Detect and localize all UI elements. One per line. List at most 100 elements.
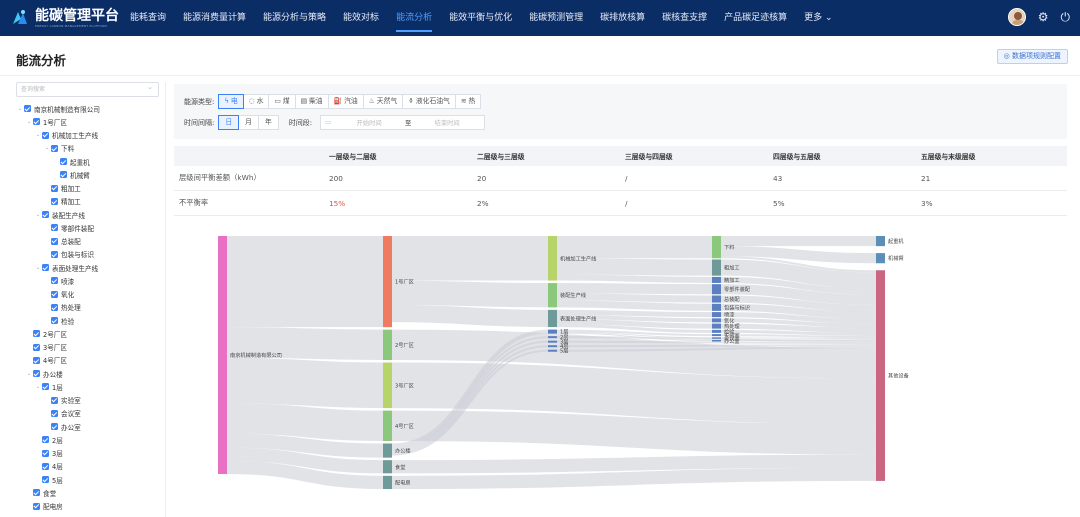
checkbox[interactable] <box>33 489 40 497</box>
start-date-input[interactable]: 开始时间 <box>356 120 382 127</box>
tree-node[interactable]: 热处理 <box>16 301 165 314</box>
checkbox[interactable] <box>42 211 49 219</box>
interval-option[interactable]: 日 <box>218 115 240 130</box>
checkbox[interactable] <box>42 383 49 391</box>
sankey-node[interactable] <box>548 340 557 343</box>
nav-item[interactable]: 能效对标 <box>343 13 380 23</box>
expand-arrow-icon[interactable]: ⌄ <box>17 105 23 112</box>
expand-arrow-icon[interactable]: ⌄ <box>26 370 32 377</box>
checkbox[interactable] <box>51 423 58 431</box>
sankey-node[interactable] <box>712 318 721 323</box>
energy-type-heat[interactable]: ≋热 <box>454 94 482 109</box>
tree-node[interactable]: 4层 <box>16 460 165 473</box>
expand-arrow-icon[interactable]: ⌄ <box>35 264 41 271</box>
checkbox[interactable] <box>51 144 58 152</box>
checkbox[interactable] <box>51 317 58 325</box>
sankey-node[interactable] <box>712 312 721 318</box>
checkbox[interactable] <box>51 290 58 298</box>
tree-node[interactable]: 起重机 <box>16 155 165 168</box>
energy-type-flame[interactable]: ♨天然气 <box>362 94 404 109</box>
tree-node[interactable]: 零部件装配 <box>16 221 165 234</box>
sankey-node[interactable] <box>383 475 392 489</box>
checkbox[interactable] <box>51 250 58 258</box>
tree-node[interactable]: 2层 <box>16 433 165 446</box>
sankey-node[interactable] <box>548 336 557 339</box>
checkbox[interactable] <box>51 184 58 192</box>
sankey-node[interactable] <box>712 276 721 283</box>
nav-item[interactable]: 能效平衡与优化 <box>449 13 513 23</box>
tree-node[interactable]: 3号厂区 <box>16 341 165 354</box>
tree-node[interactable]: 3层 <box>16 447 165 460</box>
app-logo[interactable]: 能碳管理平台 ENERGY CARBON MANAGEMENT PLATFORM <box>0 8 126 28</box>
checkbox[interactable] <box>51 396 58 404</box>
sankey-node[interactable] <box>712 295 721 303</box>
checkbox[interactable] <box>51 409 58 417</box>
checkbox[interactable] <box>42 449 49 457</box>
nav-item[interactable]: 能耗查询 <box>130 13 167 23</box>
tree-node[interactable]: ⌄表面处理生产线 <box>16 261 165 274</box>
checkbox[interactable] <box>33 356 40 364</box>
sankey-node[interactable] <box>712 334 721 337</box>
nav-item[interactable]: 能碳预测管理 <box>529 13 584 23</box>
sankey-node[interactable] <box>548 329 557 334</box>
sankey-node[interactable] <box>712 303 721 311</box>
tree-node[interactable]: ⌄下料 <box>16 142 165 155</box>
sankey-node[interactable] <box>712 329 721 333</box>
checkbox[interactable] <box>42 264 49 272</box>
tree-node[interactable]: 机械臂 <box>16 168 165 181</box>
tree-node[interactable]: 总装配 <box>16 235 165 248</box>
nav-item[interactable]: 能源分析与策略 <box>263 13 327 23</box>
checkbox[interactable] <box>60 158 67 166</box>
tree-node[interactable]: 食堂 <box>16 486 165 499</box>
user-avatar[interactable] <box>1007 8 1026 26</box>
checkbox[interactable] <box>51 237 58 245</box>
tree-node[interactable]: 精加工 <box>16 195 165 208</box>
checkbox[interactable] <box>33 343 40 351</box>
nav-item[interactable]: 产品碳足迹核算 <box>724 13 788 23</box>
sankey-node[interactable] <box>548 236 557 281</box>
sankey-node[interactable] <box>712 323 721 329</box>
energy-type-coal[interactable]: ▭煤 <box>268 94 296 109</box>
energy-type-gasoline[interactable]: ⛽汽油 <box>327 94 364 109</box>
energy-type-diesel[interactable]: ▤柴油 <box>294 94 329 109</box>
sankey-node[interactable] <box>548 309 557 328</box>
date-range-picker[interactable]: ▭ 开始时间 至 结束时间 <box>320 115 486 130</box>
sankey-node[interactable] <box>548 349 557 352</box>
checkbox[interactable] <box>51 277 58 285</box>
expand-arrow-icon[interactable]: ⌄ <box>35 132 41 139</box>
nav-item[interactable]: 更多 ⌄ <box>804 13 833 23</box>
checkbox[interactable] <box>51 224 58 232</box>
checkbox[interactable] <box>42 436 49 444</box>
tree-node[interactable]: 会议室 <box>16 407 165 420</box>
checkbox[interactable] <box>24 105 31 113</box>
nav-item[interactable]: 能源消费量计算 <box>183 13 247 23</box>
tree-node[interactable]: 2号厂区 <box>16 327 165 340</box>
tree-node[interactable]: 包装与标识 <box>16 248 165 261</box>
sankey-node[interactable] <box>548 345 557 348</box>
tree-node[interactable]: 5层 <box>16 473 165 486</box>
sankey-node[interactable] <box>876 270 885 481</box>
tree-node[interactable]: 检验 <box>16 314 165 327</box>
tree-node[interactable]: ⌄1层 <box>16 380 165 393</box>
checkbox[interactable] <box>51 197 58 205</box>
sankey-node[interactable] <box>712 337 721 339</box>
gear-icon[interactable]: ⚙ <box>1037 10 1049 24</box>
sankey-node[interactable] <box>712 340 721 342</box>
checkbox[interactable] <box>42 476 49 484</box>
sankey-node[interactable] <box>218 236 227 474</box>
tree-node[interactable]: 办公室 <box>16 420 165 433</box>
data-rule-config-button[interactable]: ◎ 数据项规则配置 <box>996 49 1068 64</box>
sankey-node[interactable] <box>876 236 885 247</box>
nav-item[interactable]: 能流分析 <box>396 0 433 36</box>
checkbox[interactable] <box>33 330 40 338</box>
nav-item[interactable]: 碳排放核算 <box>600 13 646 23</box>
tree-node[interactable]: 配电房 <box>16 500 165 513</box>
tree-node[interactable]: ⌄南京机械制造有限公司 <box>16 102 165 115</box>
checkbox[interactable] <box>33 370 40 378</box>
expand-arrow-icon[interactable]: ⌄ <box>44 145 50 152</box>
tree-node[interactable]: ⌄1号厂区 <box>16 115 165 128</box>
energy-type-lpg[interactable]: ⚱液化石油气 <box>402 94 456 109</box>
sankey-node[interactable] <box>383 460 392 474</box>
sankey-node[interactable] <box>383 362 392 409</box>
sankey-node[interactable] <box>712 236 721 259</box>
